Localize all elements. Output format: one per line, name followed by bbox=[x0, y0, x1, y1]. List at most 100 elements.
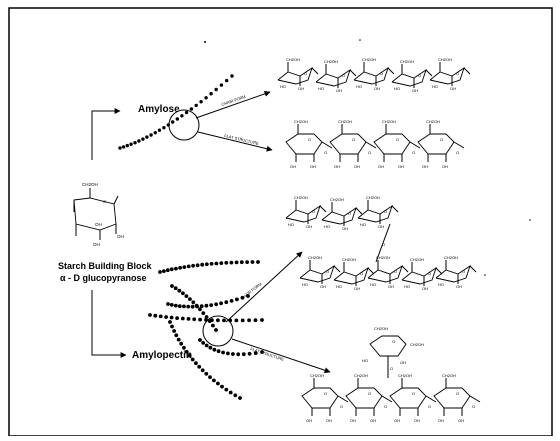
glucose-bead bbox=[184, 110, 189, 115]
glycosidic-bond bbox=[367, 267, 375, 275]
glucose-bead bbox=[246, 294, 250, 298]
glucose-bead bbox=[214, 328, 218, 332]
glucose-bead bbox=[235, 297, 239, 302]
oh-label: OH bbox=[400, 360, 406, 365]
glucose-bead bbox=[153, 131, 157, 135]
glucose-bead bbox=[224, 260, 229, 265]
glucose-bead bbox=[216, 349, 221, 354]
glucose-bead bbox=[198, 338, 202, 342]
bridge-o-label: O bbox=[472, 404, 475, 409]
glucose-bead bbox=[222, 318, 226, 323]
glucose-bead bbox=[214, 302, 219, 307]
glucose-bead bbox=[204, 96, 208, 100]
building-block-title: Starch Building Block bbox=[58, 261, 153, 271]
glucose-bead bbox=[145, 135, 149, 139]
glucose-bead bbox=[199, 304, 204, 309]
amylose-chain-strand bbox=[118, 74, 234, 150]
oh-label: OH bbox=[326, 418, 332, 423]
haworth-ring bbox=[301, 387, 339, 409]
oh-label: OH bbox=[350, 418, 356, 423]
amylopectin-magnifier-circle bbox=[202, 315, 234, 347]
glucose-bead bbox=[229, 260, 234, 265]
ho-label: HO bbox=[356, 84, 362, 89]
glucose-bead bbox=[224, 387, 229, 392]
ch2oh-label: CH2OH bbox=[410, 342, 424, 347]
bb-ch2oh-label: CH2OH bbox=[82, 182, 98, 187]
glycosidic-bond bbox=[425, 69, 433, 77]
ring-o-label: O bbox=[308, 137, 311, 142]
glucose-bead bbox=[182, 304, 186, 309]
glycosidic-bond bbox=[387, 67, 395, 75]
glucose-bead bbox=[247, 318, 252, 323]
glucose-bead bbox=[176, 337, 181, 342]
bb-ring-o: O bbox=[103, 199, 106, 204]
bb-oh-label-2: OH bbox=[117, 234, 124, 239]
oh-label: OH bbox=[422, 164, 428, 169]
scan-speck bbox=[484, 274, 486, 276]
glucose-bead bbox=[169, 267, 174, 272]
glucose-bead bbox=[158, 314, 163, 319]
ring-o-label: O bbox=[394, 269, 397, 274]
ring-o-label: O bbox=[380, 71, 383, 76]
ch2oh-label: CH2OH bbox=[426, 119, 440, 124]
glucose-bead bbox=[165, 268, 170, 273]
glucose-bead bbox=[171, 120, 175, 124]
glucose-bead bbox=[204, 318, 208, 322]
ch2oh-label: CH2OH bbox=[442, 373, 456, 378]
ch2oh-label: CH2OH bbox=[398, 373, 412, 378]
ho-label: HO bbox=[280, 84, 286, 89]
glucose-bead bbox=[173, 303, 178, 308]
ch2oh-label: CH2OH bbox=[362, 57, 376, 62]
glucose-bead bbox=[137, 139, 141, 143]
ho-label: HO bbox=[336, 284, 342, 289]
amylose-label: Amylose bbox=[138, 104, 180, 115]
glucose-bead bbox=[188, 297, 192, 301]
amylopectin-flat-arrow bbox=[231, 338, 331, 374]
ring-o-label: O bbox=[412, 391, 415, 396]
glucose-bead bbox=[182, 265, 187, 269]
glycosidic-bond bbox=[355, 207, 363, 215]
ch2oh-label: CH2OH bbox=[366, 195, 380, 200]
arrow-to-amylopectin bbox=[91, 290, 127, 358]
glycosidic-bond bbox=[337, 395, 349, 403]
ho-label: HO bbox=[370, 282, 376, 287]
amylopectin-chair-arrow bbox=[225, 251, 303, 323]
ch2oh-label: CH2OH bbox=[308, 255, 322, 260]
glucose-bead bbox=[175, 316, 180, 320]
oh-label: OH bbox=[342, 226, 348, 231]
bridge-o-label: O bbox=[324, 150, 327, 155]
glucose-bead bbox=[208, 345, 213, 350]
oh-label: OH bbox=[458, 418, 464, 423]
glucose-bead bbox=[239, 260, 244, 265]
glucose-bead bbox=[179, 341, 184, 346]
glucose-bead bbox=[226, 351, 230, 356]
haworth-ring bbox=[433, 387, 471, 409]
branch-bond bbox=[375, 223, 391, 263]
glucose-bead bbox=[162, 126, 166, 130]
glucose-bead bbox=[141, 137, 145, 141]
glucose-bead bbox=[169, 315, 174, 320]
glucose-bead bbox=[168, 320, 172, 324]
glucose-bead bbox=[133, 141, 137, 145]
ring-o-label: O bbox=[440, 137, 443, 142]
glucose-bead bbox=[224, 300, 229, 305]
glucose-bead bbox=[125, 143, 129, 148]
glycosidic-bond bbox=[349, 69, 357, 77]
glucose-bead bbox=[214, 87, 218, 92]
haworth-ring bbox=[417, 133, 455, 155]
oh-label: OH bbox=[306, 418, 312, 423]
glucose-bead bbox=[214, 261, 219, 266]
glucose-bead bbox=[195, 263, 200, 268]
ring-o-label: O bbox=[384, 209, 387, 214]
glycosidic-bond bbox=[425, 395, 437, 403]
haworth-ring bbox=[373, 133, 411, 155]
glycosidic-bond bbox=[311, 67, 319, 75]
glucose-bead bbox=[221, 350, 226, 355]
